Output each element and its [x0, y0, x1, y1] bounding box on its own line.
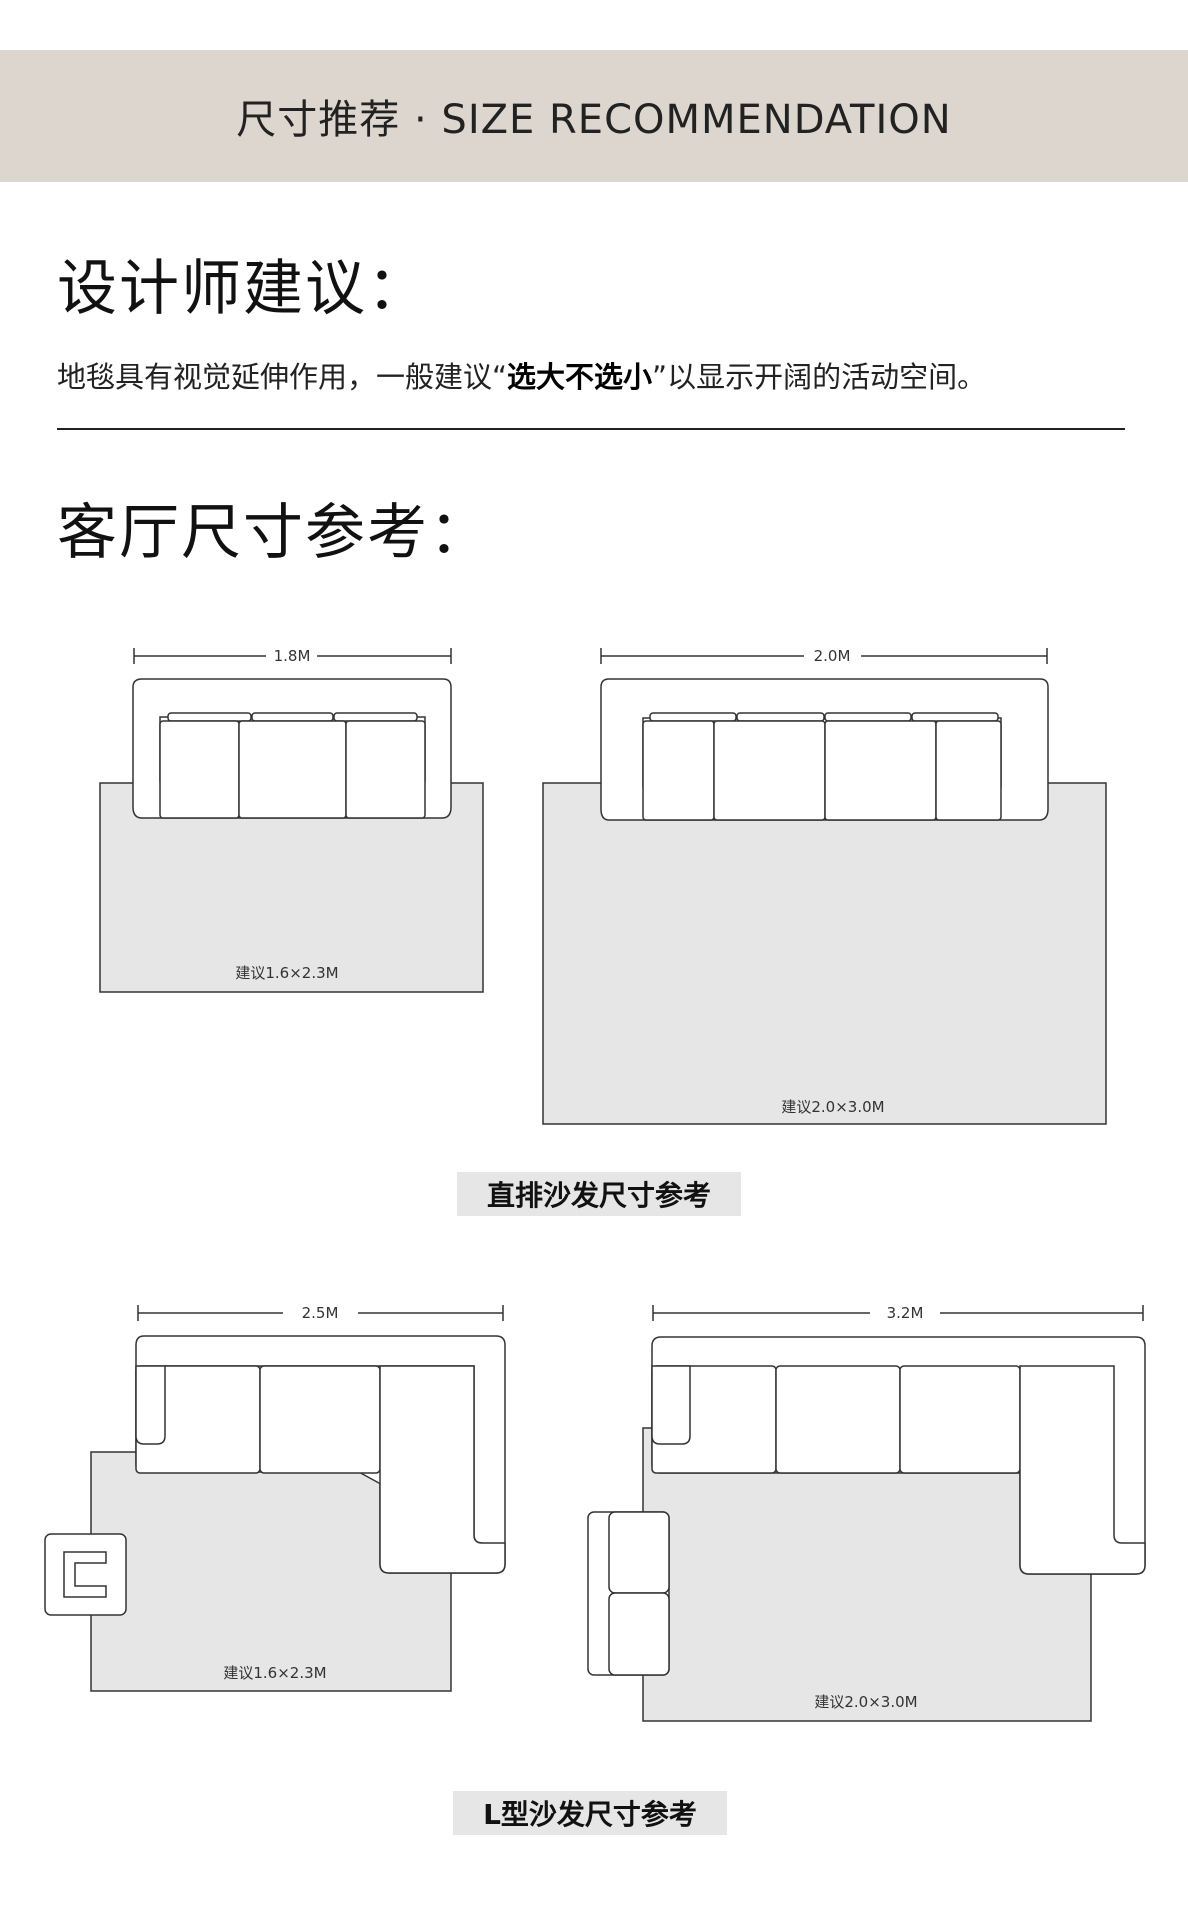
sofa-width-label: 2.0M	[814, 647, 851, 665]
chaise-seat	[1019, 1365, 1146, 1575]
advice-emphasis: 选大不选小	[507, 360, 653, 394]
banner-title: 尺寸推荐 · SIZE RECOMMENDATION	[236, 97, 952, 143]
straight-large-plan: 2.0M 建议2.0×3.0M	[542, 647, 1107, 1125]
armchair	[44, 1533, 127, 1616]
rug-lshape-large	[642, 1427, 1092, 1722]
rug-straight-large	[542, 782, 1107, 1125]
rug-size-label: 建议1.6×2.3M	[223, 1664, 326, 1682]
straight-sofa-caption: 直排沙发尺寸参考	[457, 1172, 741, 1216]
sofa-width-label: 2.5M	[302, 1304, 339, 1322]
sofa-seat	[642, 720, 715, 821]
sofa-seat	[159, 720, 240, 819]
sofa-cushion	[167, 712, 252, 722]
advice-text-1: 地毯具有视觉延伸作用，一般建议“	[57, 360, 508, 394]
header-banner: 尺寸推荐 · SIZE RECOMMENDATION	[0, 50, 1188, 182]
lshape-small-plan: 2.5M 建议1.6×2.3M	[44, 1304, 506, 1692]
designer-advice: 地毯具有视觉延伸作用，一般建议“选大不选小”以显示开阔的活动空间。	[57, 354, 986, 396]
sofa-width-label: 3.2M	[887, 1304, 924, 1322]
straight-small-plan: 1.8M 建议1.6×2.3M	[99, 647, 484, 993]
sofa-cushion	[649, 712, 737, 722]
living-room-heading: 客厅尺寸参考：	[57, 498, 491, 568]
chaise-seat	[379, 1365, 506, 1574]
lshape-sofa-caption: L型沙发尺寸参考	[453, 1791, 727, 1835]
designer-heading: 设计师建议：	[57, 254, 429, 324]
rug-size-label: 建议2.0×3.0M	[781, 1098, 884, 1116]
advice-text-2: ”以显示开阔的活动空间。	[652, 360, 987, 394]
divider	[57, 428, 1125, 430]
rug-size-label: 建议1.6×2.3M	[235, 964, 338, 982]
lshape-large-plan: 3.2M 建议2.0×3.0M	[587, 1304, 1146, 1722]
sofa-width-label: 1.8M	[274, 647, 311, 665]
rug-size-label: 建议2.0×3.0M	[814, 1693, 917, 1711]
